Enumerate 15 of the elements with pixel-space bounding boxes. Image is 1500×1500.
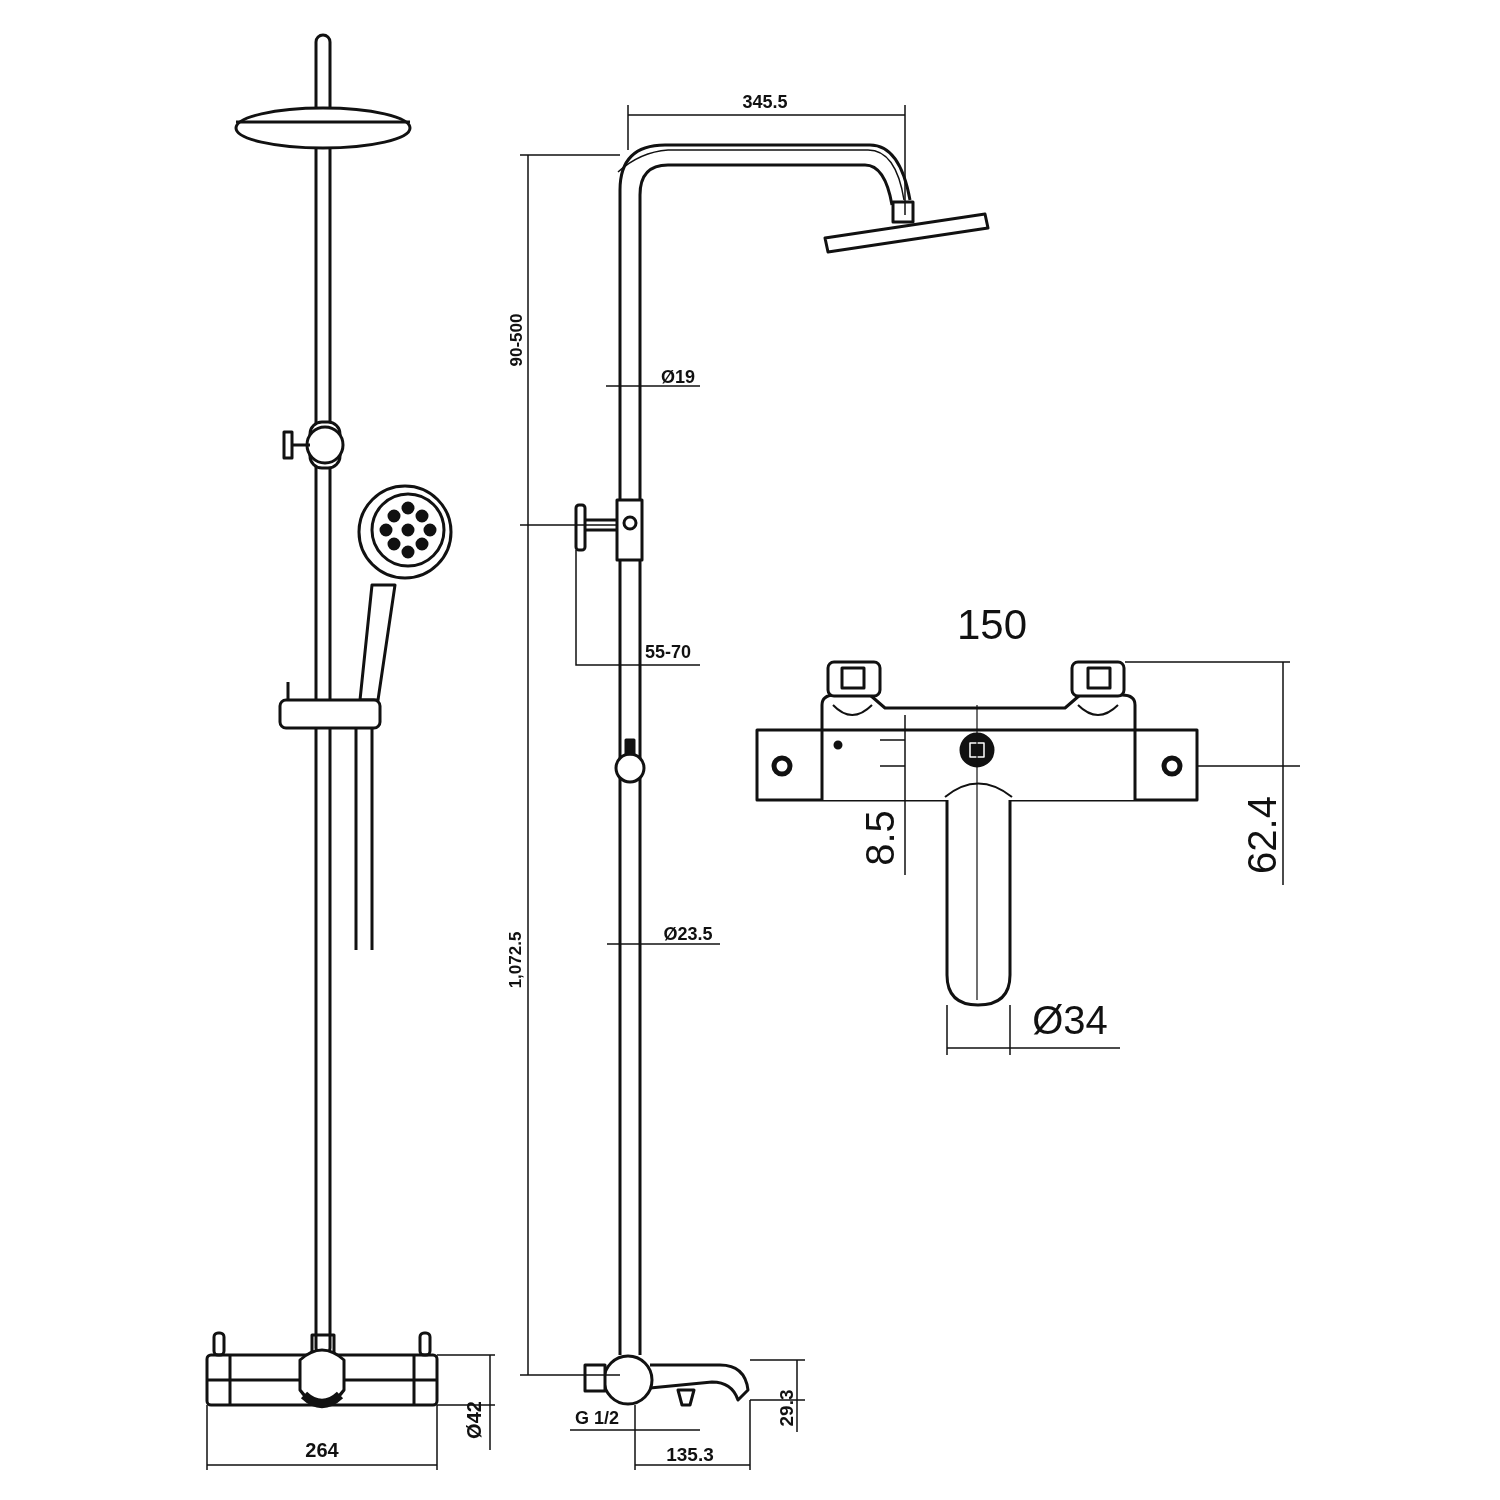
dimension-label: 1,072.5 <box>506 931 524 989</box>
dimension-label: 62.4 <box>1242 796 1282 874</box>
dimension-label: 29.3 <box>776 1389 796 1427</box>
dimension-label: Ø42 <box>464 1401 484 1439</box>
dimension-label: 135.3 <box>666 1444 714 1464</box>
dimension-label: G 1/2 <box>575 1409 619 1427</box>
dimension-label: 345.5 <box>742 93 788 111</box>
dimension-label: 150 <box>956 604 1028 646</box>
dimension-label: Ø34 <box>1032 1000 1108 1040</box>
dimension-label: Ø19 <box>661 368 695 386</box>
dimension-label: 8.5 <box>860 810 900 866</box>
dimension-label: 55-70 <box>645 643 691 661</box>
dimension-label: 264 <box>305 1440 339 1460</box>
dimension-label: Ø23.5 <box>663 925 713 943</box>
dimension-label: 90-500 <box>507 313 525 367</box>
